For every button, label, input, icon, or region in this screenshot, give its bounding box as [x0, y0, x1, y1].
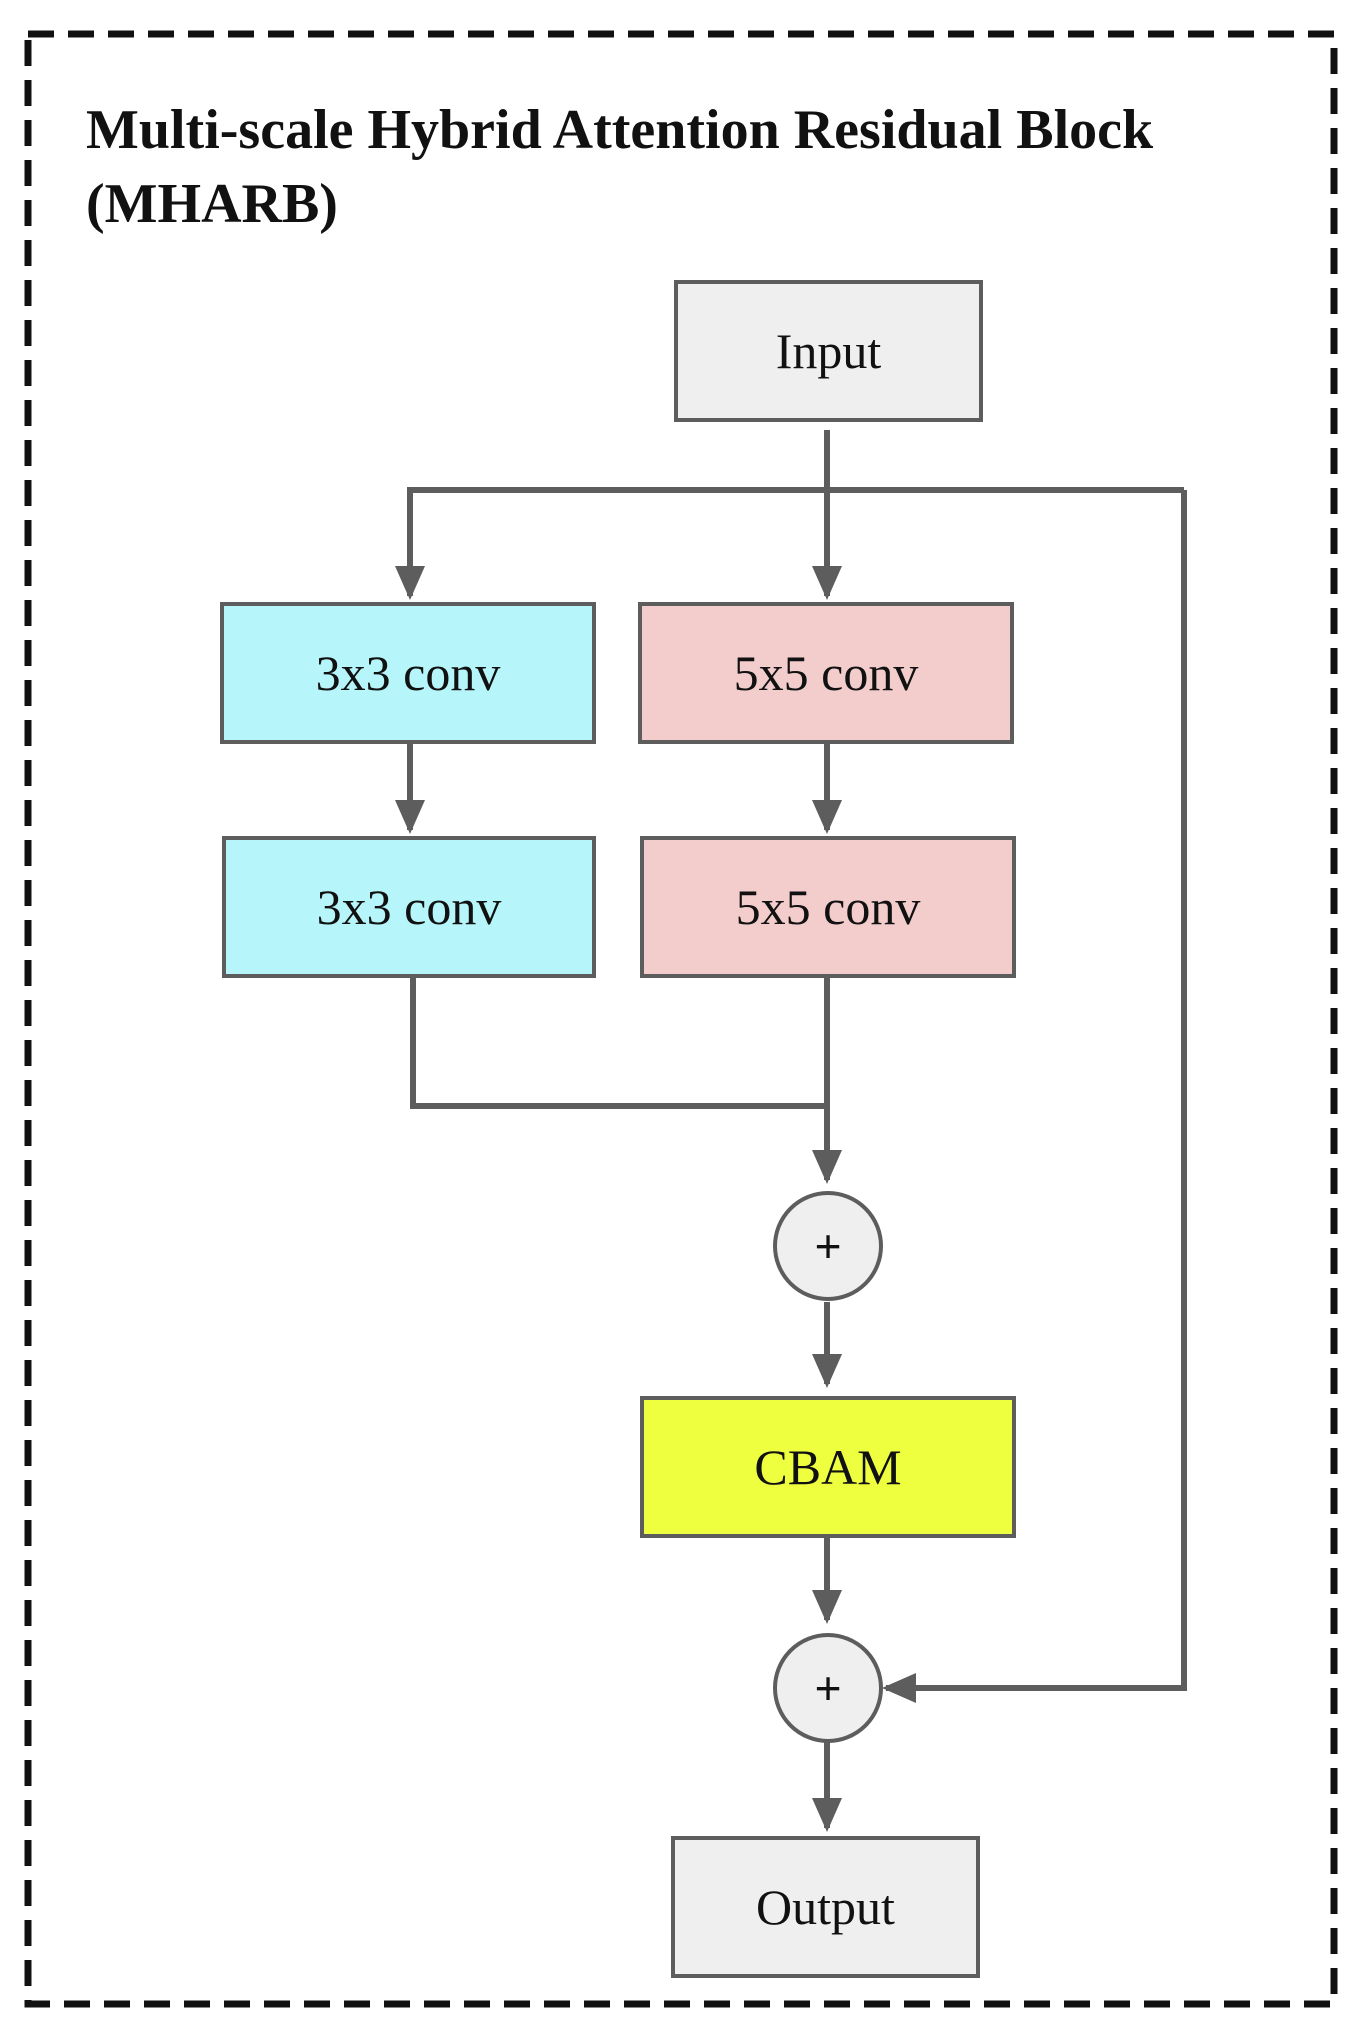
conv5x5-node-2: 5x5 conv	[640, 836, 1016, 978]
conv5x5-label-1: 5x5 conv	[734, 645, 919, 701]
conv3x3-node-2: 3x3 conv	[222, 836, 596, 978]
connectors	[395, 430, 1187, 1832]
block-title-line-2: (MHARB)	[86, 173, 338, 235]
conv3x3-box-1	[220, 602, 596, 744]
sum-symbol-2: +	[815, 1662, 842, 1714]
sum-circle-2	[773, 1633, 883, 1743]
conv5x5-label-2: 5x5 conv	[736, 879, 921, 935]
conv3x3-node-1: 3x3 conv	[220, 602, 596, 744]
conv3x3-label-1: 3x3 conv	[316, 645, 501, 701]
input-box	[674, 280, 983, 422]
cbam-box	[640, 1396, 1016, 1538]
output-node: Output	[671, 1836, 980, 1978]
input-node: Input	[674, 280, 983, 422]
sum-node-2: +	[773, 1633, 883, 1743]
conv5x5-box-2	[640, 836, 1016, 978]
sum-symbol-1: +	[815, 1220, 842, 1272]
input-label: Input	[776, 323, 882, 379]
sum-circle-1	[773, 1191, 883, 1301]
conv3x3-label-2: 3x3 conv	[317, 879, 502, 935]
conv3x3-box-2	[222, 836, 596, 978]
output-box	[671, 1836, 980, 1978]
conv5x5-box-1	[638, 602, 1014, 744]
residual-skip-line	[882, 490, 1187, 1703]
sum-node-1: +	[773, 1191, 883, 1301]
cbam-label: CBAM	[754, 1439, 901, 1495]
output-label: Output	[756, 1879, 895, 1935]
conv5x5-node-1: 5x5 conv	[638, 602, 1014, 744]
block-frame	[24, 30, 1338, 2008]
cbam-node: CBAM	[640, 1396, 1016, 1538]
block-title-line-1: Multi-scale Hybrid Attention Residual Bl…	[86, 99, 1154, 161]
merge-line-conv3	[410, 976, 827, 1109]
